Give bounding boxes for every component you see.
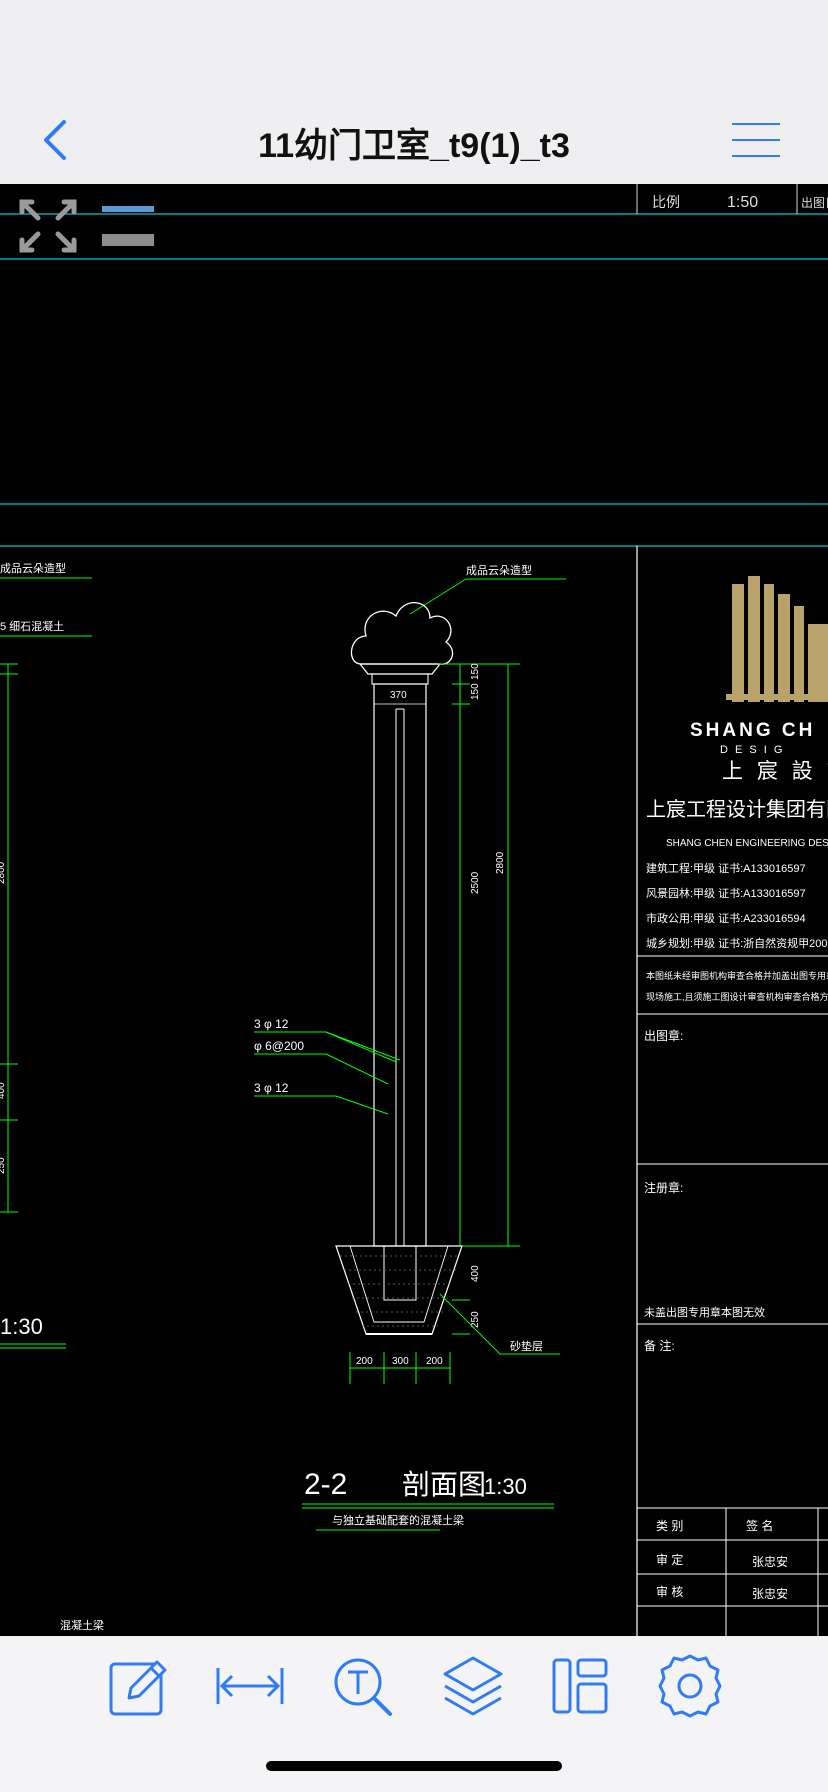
measure-icon[interactable] bbox=[210, 1646, 290, 1726]
menu-icon[interactable] bbox=[728, 118, 784, 162]
table-row1-role: 审 定 bbox=[656, 1552, 683, 1567]
text-search-icon[interactable] bbox=[322, 1646, 402, 1726]
dim-370: 370 bbox=[390, 690, 407, 701]
logo-text: SHANG CH bbox=[690, 720, 815, 741]
rebar-label-2: φ 6@200 bbox=[254, 1039, 304, 1053]
dim-400: 400 bbox=[470, 1265, 481, 1282]
column-outline bbox=[373, 683, 427, 1247]
dim-base-200b: 200 bbox=[426, 1356, 443, 1367]
dim-2800: 2800 bbox=[495, 851, 506, 874]
navigation-bar: 11幼门卫室_t9(1)_t3 bbox=[0, 0, 828, 184]
dim-base-200a: 200 bbox=[356, 1356, 373, 1367]
rebar-label-1: 3 φ 12 bbox=[254, 1017, 289, 1031]
foundation-outline bbox=[335, 1245, 463, 1335]
left-scale-text: 1:30 bbox=[0, 1314, 43, 1339]
rebar-label-3: 3 φ 12 bbox=[254, 1081, 289, 1095]
left-dim-250: 250 bbox=[0, 1157, 7, 1174]
document-title: 11幼门卫室_t9(1)_t3 bbox=[258, 127, 570, 165]
cert-2: 风景园林:甲级 证书:A133016597 bbox=[646, 886, 806, 900]
dim-2500: 2500 bbox=[470, 871, 481, 894]
drawn-date-label: 出图日期 bbox=[801, 196, 828, 210]
logo-sub: D E S I G bbox=[720, 744, 784, 756]
drawing-canvas[interactable]: 比例 1:50 出图日期 成品云朵造型 5 细石混凝土 2800 400 250… bbox=[0, 184, 828, 1636]
scale-label: 比例 bbox=[652, 194, 680, 210]
cloud-shape bbox=[350, 602, 454, 665]
fit-to-screen-icon[interactable] bbox=[16, 196, 80, 256]
line-weight-swatch-blue[interactable] bbox=[102, 206, 154, 212]
home-indicator[interactable] bbox=[266, 1761, 562, 1771]
cert-1: 建筑工程:甲级 证书:A133016597 bbox=[646, 861, 806, 875]
line-weight-swatch-gray[interactable] bbox=[102, 234, 154, 246]
stamp-label-1: 出图章: bbox=[644, 1028, 683, 1043]
layout-icon[interactable] bbox=[540, 1646, 620, 1726]
section-heading-scale: 1:30 bbox=[484, 1474, 527, 1499]
dim-150b: 150 bbox=[470, 683, 481, 700]
layers-icon[interactable] bbox=[433, 1646, 513, 1726]
dim-250: 250 bbox=[470, 1311, 481, 1328]
left-dim-2800: 2800 bbox=[0, 861, 7, 884]
left-label-2: 5 细石混凝土 bbox=[0, 619, 64, 633]
back-chevron-icon[interactable] bbox=[36, 116, 76, 164]
settings-icon[interactable] bbox=[650, 1646, 730, 1726]
gravel-label: 砂垫层 bbox=[510, 1339, 543, 1353]
left-dim-400: 400 bbox=[0, 1082, 7, 1099]
company-logo bbox=[726, 576, 828, 702]
edit-icon[interactable] bbox=[99, 1646, 179, 1726]
table-row2-role: 审 核 bbox=[656, 1584, 683, 1599]
left-bottom-text: 混凝土梁 bbox=[60, 1618, 104, 1632]
cert-4: 城乡规划:甲级 证书:浙自然资规甲20069 bbox=[646, 936, 828, 950]
table-header-2: 签 名 bbox=[746, 1518, 773, 1533]
note-1: 本图纸未经审图机构审查合格并加盖出图专用章不得用于 bbox=[646, 970, 828, 981]
section-heading-text: 剖面图 bbox=[402, 1469, 486, 1500]
table-row1-name: 张忠安 bbox=[752, 1554, 788, 1569]
scale-value: 1:50 bbox=[727, 194, 758, 211]
logo-cn: 上 宸 設 計 bbox=[722, 760, 828, 783]
dim-base-300: 300 bbox=[392, 1356, 409, 1367]
section-subtext: 与独立基础配套的混凝土梁 bbox=[332, 1513, 464, 1527]
left-label-1: 成品云朵造型 bbox=[0, 561, 66, 575]
note-2: 现场施工,且须施工图设计审查机构审查合格方可使用 bbox=[646, 991, 828, 1002]
section-heading: 2-2 bbox=[304, 1468, 347, 1501]
table-row2-name: 张忠安 bbox=[752, 1586, 788, 1601]
stamp-note: 未盖出图专用章本图无效 bbox=[644, 1305, 765, 1319]
stamp-label-2: 注册章: bbox=[644, 1180, 683, 1195]
table-header-1: 类 别 bbox=[656, 1519, 683, 1533]
section-top-label: 成品云朵造型 bbox=[466, 563, 532, 577]
cad-drawing: 比例 1:50 出图日期 成品云朵造型 5 细石混凝土 2800 400 250… bbox=[0, 184, 828, 1636]
dim-150a: 150 bbox=[470, 663, 481, 680]
cert-3: 市政公用:甲级 证书:A233016594 bbox=[646, 911, 806, 925]
company-name-en: SHANG CHEN ENGINEERING DESIGN G bbox=[666, 838, 828, 849]
company-name-cn: 上宸工程设计集团有限公司 bbox=[646, 798, 828, 821]
remarks-label: 备 注: bbox=[644, 1338, 675, 1353]
